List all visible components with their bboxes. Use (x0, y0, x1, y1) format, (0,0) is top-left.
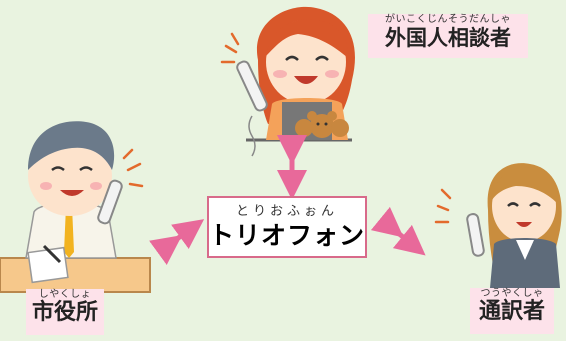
trio-phone-title: トリオフォン (209, 221, 366, 250)
arrow-right-center (370, 206, 426, 256)
interpreter-label: つうやくしゃ 通訳者 (470, 288, 554, 334)
interpreter-text: 通訳者 (478, 299, 545, 324)
trio-phone-ruby: とりおふぉん (235, 204, 338, 219)
foreign-consultant-ruby: がいこくじんそうだんしゃ (385, 14, 511, 25)
trio-phone-box: とりおふぉん トリオフォン (207, 196, 367, 258)
foreign-consultant-text: 外国人相談者 (385, 26, 511, 50)
foreign-consultant-label: がいこくじんそうだんしゃ 外国人相談者 (368, 14, 528, 58)
arrow-left-center (149, 219, 205, 265)
foreign-consultant-illustration (220, 6, 355, 157)
interpreter-illustration (434, 163, 562, 288)
city-office-ruby: しやくしょ (38, 289, 92, 300)
city-office-label: しやくしょ 市役所 (26, 289, 104, 335)
interpreter-ruby: つうやくしゃ (480, 288, 544, 299)
city-office-text: 市役所 (31, 300, 98, 325)
city-office-illustration (0, 121, 151, 293)
